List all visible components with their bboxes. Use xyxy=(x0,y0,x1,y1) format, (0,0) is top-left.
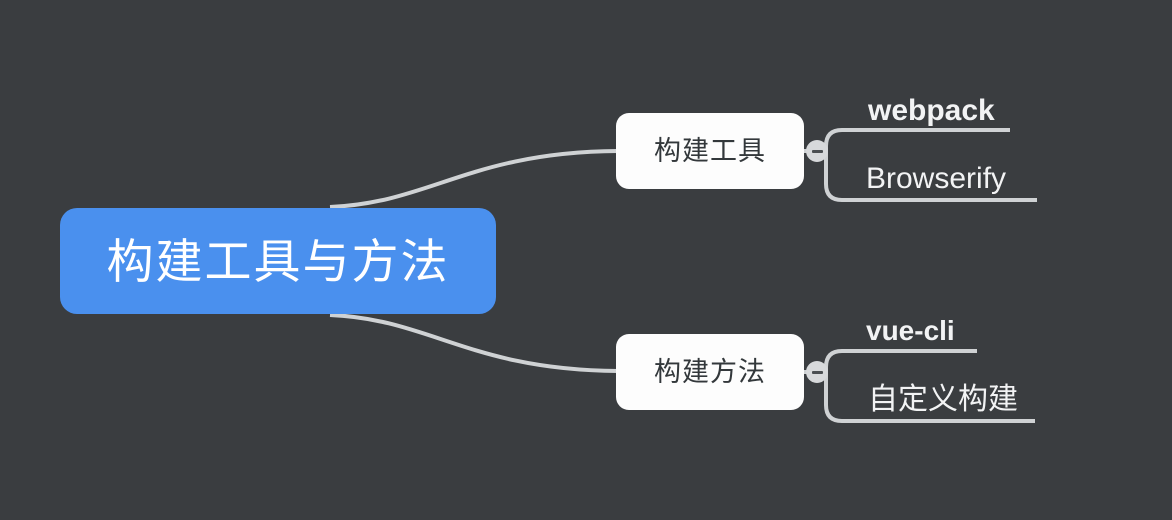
branch-node-build-tools[interactable]: 构建工具 xyxy=(616,113,804,189)
edge-root-to-lower xyxy=(329,313,619,373)
leaf-label-custom-build[interactable]: 自定义构建 xyxy=(868,383,1018,416)
branch-node-label: 构建方法 xyxy=(654,356,766,387)
minus-icon xyxy=(811,149,823,153)
minus-icon xyxy=(811,370,823,374)
branch-node-label: 构建工具 xyxy=(654,135,766,166)
leaf-label-vue-cli[interactable]: vue-cli xyxy=(866,315,955,346)
branch-node-build-methods[interactable]: 构建方法 xyxy=(616,334,804,410)
leaf-label-browserify[interactable]: Browserify xyxy=(866,162,1007,195)
root-node[interactable]: 构建工具与方法 xyxy=(60,208,496,314)
root-node-label: 构建工具与方法 xyxy=(106,234,450,288)
collapse-toggle-build-tools[interactable] xyxy=(806,140,828,162)
leaf-label-webpack[interactable]: webpack xyxy=(868,94,995,127)
collapse-toggle-build-methods[interactable] xyxy=(806,361,828,383)
edge-root-to-upper xyxy=(329,149,619,209)
